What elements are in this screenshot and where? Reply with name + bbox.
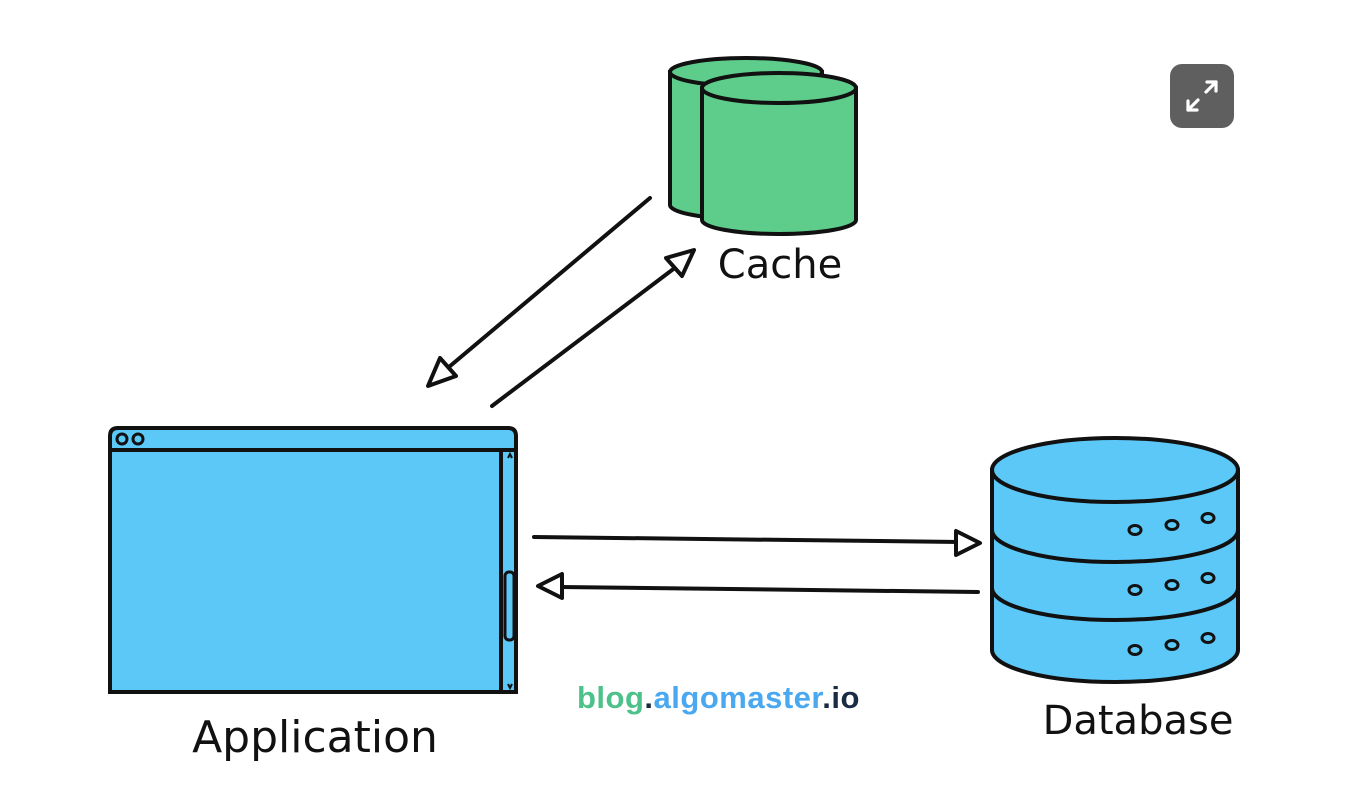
arrow-cache-to-app <box>441 196 652 374</box>
application-window-icon <box>108 426 518 694</box>
database-arrows <box>532 529 982 600</box>
arrow-app-to-db <box>532 535 962 544</box>
expand-arrows-icon <box>1186 80 1218 112</box>
application-label: Application <box>192 712 438 763</box>
database-icon <box>990 436 1240 684</box>
arrow-app-to-cache <box>490 262 682 408</box>
arrow-db-to-app <box>558 585 980 594</box>
brand-part-blog: blog <box>577 680 645 715</box>
cache-icon <box>668 56 858 236</box>
brand-watermark: blog.algomaster.io <box>577 680 860 716</box>
brand-dot-2: . <box>822 680 832 715</box>
brand-dot-1: . <box>644 680 654 715</box>
database-label: Database <box>1043 698 1234 744</box>
cache-arrows <box>426 196 696 408</box>
brand-part-io: io <box>831 680 860 715</box>
brand-part-algomaster: algomaster <box>653 680 823 715</box>
cache-label: Cache <box>718 242 842 288</box>
expand-button[interactable] <box>1170 64 1234 128</box>
